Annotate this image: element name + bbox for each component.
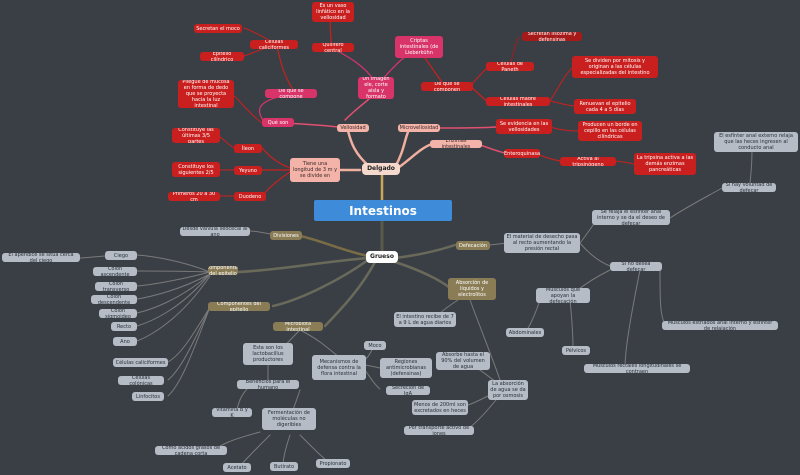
node-musculos-estriados[interactable]: Músculos estriados anal interno y esfínt…: [662, 321, 778, 330]
node-componentes-epitelio[interactable]: Componentes del epitelio: [208, 302, 270, 311]
node-activa[interactable]: Activa al tripsinógeno: [560, 157, 616, 166]
node-materia[interactable]: El material de desecho pasa al recto aum…: [504, 233, 580, 253]
node-cel-caliciformes[interactable]: Células caliciformes: [113, 358, 168, 367]
node-apendice[interactable]: El apéndice se sitúa cerca del ciego: [2, 253, 80, 262]
node-enteroquinasa[interactable]: Enteroquinasa: [504, 149, 540, 158]
node-microbiota[interactable]: Microbiota intestinal: [273, 322, 323, 331]
node-relaja[interactable]: Se relaja el esfínter anal interno y se …: [592, 210, 670, 225]
node-acidos[interactable]: Como ácidos grasos de cadena corta: [155, 446, 227, 455]
node-producen[interactable]: Producen un borde en cepillo en las célu…: [578, 121, 642, 141]
node-defecacion[interactable]: Defecación: [456, 241, 490, 250]
node-fermentacion[interactable]: Fermentación de moléculas no digeribles: [262, 408, 316, 430]
node-linfocitos[interactable]: Linfocitos: [132, 392, 164, 401]
node-primeros[interactable]: Primeros 20 a 30 cm: [168, 192, 220, 201]
node-absorbe[interactable]: Absorbe hasta el 90% del volumen de agua: [436, 352, 490, 370]
node-yeyuno[interactable]: Yeyuno: [234, 166, 262, 175]
node-epitelio[interactable]: Epitelio cilíndrico: [200, 52, 244, 61]
node-constituye35[interactable]: Constituye las últimas 3/5 partes: [172, 128, 220, 143]
node-criptas[interactable]: Criptas intestinales (de Lieberkühn: [395, 36, 443, 58]
node-valvula[interactable]: Desde válvula ileocecal al ano: [180, 227, 250, 236]
node-vitamina[interactable]: Vitamina B y K: [212, 408, 252, 417]
node-evidencia[interactable]: Se evidencia en las vellosidades: [496, 119, 552, 134]
node-vaso[interactable]: Es un vaso linfático en la vellosidad: [312, 2, 354, 22]
node-renuevan[interactable]: Renuevan el epitelio cada 4 a 5 días: [574, 99, 636, 114]
node-butirato[interactable]: Butirato: [270, 462, 298, 471]
node-musculos-rectales[interactable]: Músculos rectales longitudinales se cont…: [584, 364, 690, 373]
node-secretan[interactable]: Secretan el moco: [194, 24, 242, 33]
node-ano[interactable]: Ano: [113, 337, 137, 346]
node-acetato[interactable]: Acetato: [223, 463, 251, 472]
node-pliegue[interactable]: Pliegue de mucosa en forma de dedo que s…: [178, 80, 234, 108]
node-dividen[interactable]: Se dividen por mitosis y originan a las …: [572, 56, 658, 78]
node-quilifero[interactable]: Quilífero central: [312, 43, 354, 52]
node-musculos-apoyan[interactable]: Músculos que apoyan la defecación: [536, 288, 590, 303]
node-recto[interactable]: Recto: [111, 322, 137, 331]
node-madre[interactable]: Células madre intestinales: [486, 97, 550, 106]
node-regiones[interactable]: Regiones antimicrobianas (defensinas): [380, 358, 432, 378]
node-que-compone[interactable]: De que se compone: [265, 89, 317, 98]
node-enzimas[interactable]: Enzimas intestinales: [430, 140, 482, 148]
node-abdominales[interactable]: Abdominales: [506, 328, 544, 337]
node-no-defecar[interactable]: Si no desea defecar: [610, 262, 662, 271]
node-duodeno[interactable]: Duodeno: [234, 192, 266, 201]
node-transporte[interactable]: Por transporte activo de iones: [404, 426, 474, 435]
node-vellosidad[interactable]: Vellosidad: [337, 124, 369, 132]
node-tripsina[interactable]: La tripsina activa a las demás enzimas p…: [634, 153, 696, 175]
node-absorcion-agua[interactable]: La absorción de agua se da por osmosis: [488, 380, 528, 400]
node-propionato[interactable]: Propionato: [316, 459, 350, 468]
node-sigmoide[interactable]: Colon sigmoideo: [99, 309, 137, 318]
node-intestino-recibe[interactable]: El intestino recibe de 7 a 9 L de agua d…: [394, 312, 456, 327]
node-lisozima[interactable]: Secretan lisozima y defensinas: [522, 32, 582, 41]
node-hay-defecar[interactable]: Si hay voluntad de defecar: [722, 183, 776, 192]
node-ileon[interactable]: Íleon: [234, 144, 262, 153]
node-lactobacillus[interactable]: Esta son los lactobacillus productores: [243, 343, 293, 365]
root-intestinos[interactable]: Intestinos: [314, 200, 452, 221]
branch-delgado[interactable]: Delgado: [362, 163, 400, 175]
node-caliciformes[interactable]: Células caliciformes: [250, 40, 298, 49]
node-transverso[interactable]: Colon transverso: [95, 282, 137, 291]
node-beneficios[interactable]: Beneficios para el humano: [237, 380, 299, 389]
node-colonocitos[interactable]: Células colónicas: [118, 376, 164, 385]
node-ciego[interactable]: Ciego: [105, 251, 137, 260]
node-secrecion[interactable]: Secreción de IgA: [386, 386, 430, 395]
node-componentes[interactable]: Componentes del epitelio: [208, 266, 238, 275]
node-longitud[interactable]: Tiene una longitud de 3 m y se divide en: [290, 158, 340, 182]
node-imagen[interactable]: Un imagen ele, corte aisla y formato: [358, 77, 394, 99]
node-menos[interactable]: Menos de 200ml son excretados en heces: [412, 400, 468, 415]
node-paneth[interactable]: Células de Paneth: [486, 62, 534, 71]
node-esfinter-externo[interactable]: El esfínter anal externo relaja que las …: [714, 132, 798, 152]
branch-grueso[interactable]: Grueso: [366, 251, 398, 263]
node-mecanismos[interactable]: Mecanismos de defensa contra la flora in…: [312, 355, 366, 380]
node-absorcion-sec[interactable]: Absorción de líquidos y electrolitos: [448, 278, 496, 300]
node-que-es[interactable]: Qué son: [262, 118, 294, 127]
node-que-componen[interactable]: De que se componen: [421, 82, 473, 91]
node-constituye25[interactable]: Constituye los siguientes 2/5: [172, 162, 220, 177]
node-descendente[interactable]: Colon descendente: [91, 295, 137, 304]
node-pelvicos[interactable]: Pélvicos: [562, 346, 590, 355]
node-microvellosidad[interactable]: Microvellosidad: [398, 124, 440, 132]
node-moco[interactable]: Moco: [364, 341, 386, 350]
node-ascendente[interactable]: Colon ascendente: [93, 267, 137, 276]
node-divisiones[interactable]: Divisiones: [270, 231, 302, 240]
